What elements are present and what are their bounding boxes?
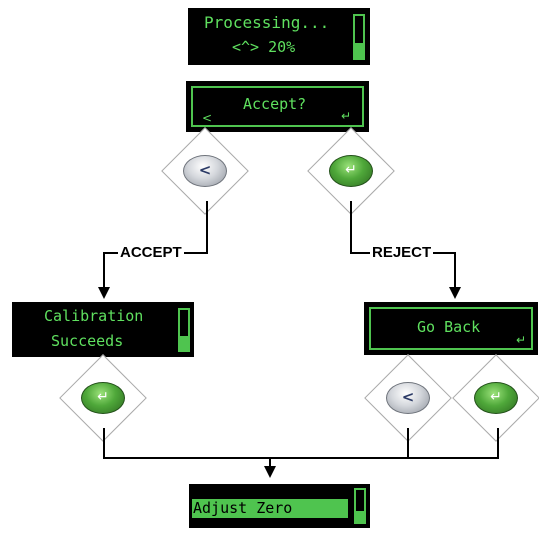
- enter-icon: ↵: [97, 389, 109, 405]
- adjust-zero-text: Adjust Zero: [193, 499, 293, 517]
- go-back-enter-glyph: ↵: [516, 333, 527, 347]
- calibration-scrollbar-fill: [180, 336, 188, 350]
- go-back-enter-button[interactable]: ↵: [474, 382, 518, 414]
- enter-icon: ↵: [345, 162, 357, 178]
- reject-branch-label: REJECT: [370, 244, 434, 261]
- go-back-frame: [369, 307, 533, 350]
- succeeds-text: Succeeds: [51, 332, 124, 350]
- enter-glyph: ↵: [341, 109, 352, 123]
- connector-left-vertical: [206, 201, 208, 253]
- enter-key-button[interactable]: ↵: [329, 155, 373, 187]
- left-arrow-icon: <: [401, 388, 415, 406]
- calibration-enter-button[interactable]: ↵: [81, 382, 125, 414]
- reject-arrowhead: [449, 287, 461, 299]
- accept-branch-label: ACCEPT: [118, 244, 184, 261]
- connector-reject-down: [454, 252, 456, 287]
- processing-text: Processing...: [204, 13, 330, 32]
- left-key-button[interactable]: <: [183, 155, 227, 187]
- adjust-zero-scrollbar: [354, 488, 366, 524]
- go-back-text: Go Back: [417, 318, 481, 336]
- connector-bottom-horizontal: [103, 457, 499, 459]
- adjust-zero-screen: Adjust Zero: [189, 484, 370, 528]
- go-back-screen: Go Back ↵: [364, 302, 538, 355]
- calibration-text: Calibration: [44, 307, 144, 325]
- left-arrow-glyph: <: [202, 111, 213, 125]
- connector-bottom-center-down: [269, 457, 271, 467]
- processing-screen: Processing... <^> 20%: [188, 8, 370, 65]
- enter-icon: ↵: [490, 389, 502, 405]
- accept-prompt-frame: [191, 86, 364, 127]
- processing-scrollbar: [353, 14, 365, 60]
- calibration-scrollbar: [178, 308, 190, 352]
- calibration-screen: Calibration Succeeds: [12, 302, 194, 357]
- accept-prompt-text: Accept?: [243, 95, 307, 113]
- progress-percent-text: <^> 20%: [232, 38, 296, 56]
- left-arrow-icon: <: [198, 161, 212, 179]
- accept-prompt-screen: Accept? < ↵: [186, 81, 369, 132]
- connector-bottom-right-vertical: [497, 428, 499, 458]
- connector-bottom-mid-vertical: [407, 428, 409, 458]
- accept-arrowhead: [98, 287, 110, 299]
- processing-scrollbar-fill: [355, 43, 363, 58]
- adjust-zero-scrollbar-fill: [356, 510, 364, 522]
- go-back-left-button[interactable]: <: [386, 382, 430, 414]
- connector-accept-down: [103, 252, 105, 287]
- adjust-zero-highlight: [192, 499, 348, 518]
- connector-bottom-left-vertical: [103, 428, 105, 458]
- bottom-arrowhead: [264, 466, 276, 478]
- connector-right-vertical: [350, 201, 352, 253]
